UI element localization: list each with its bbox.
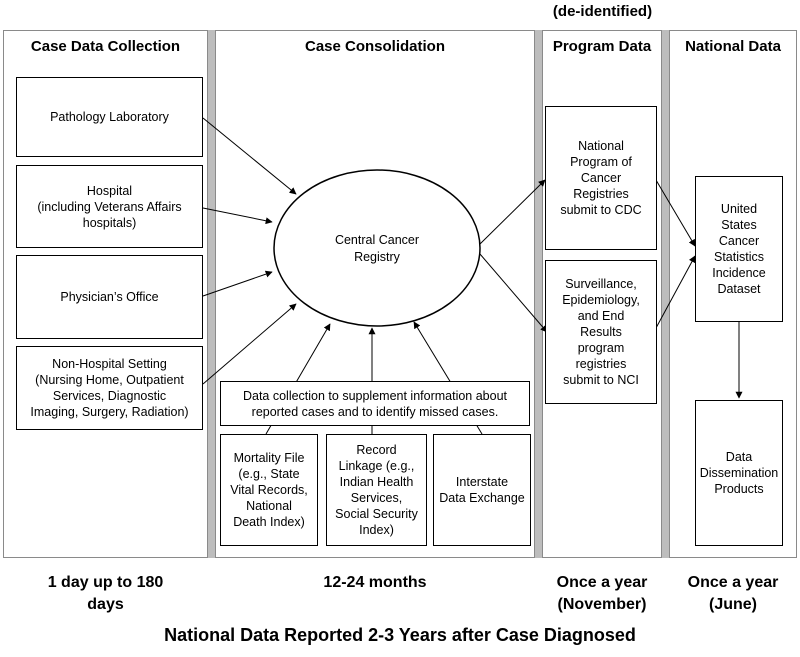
arrow-registry-to-npcr <box>479 179 546 245</box>
arrow-hospital-to-registry <box>202 207 273 225</box>
header-national-data: National Data <box>685 38 781 55</box>
record-linkage-box: Record Linkage (e.g., Indian Health Serv… <box>326 434 427 546</box>
column-separator <box>662 30 669 558</box>
pathology-laboratory-box: Pathology Laboratory <box>16 77 203 157</box>
supplement-data-collection-box: Data collection to supplement informatio… <box>220 381 530 426</box>
central-cancer-registry: Central Cancer Registry <box>334 233 420 264</box>
header-case-consolidation: Case Consolidation <box>304 38 446 55</box>
timing-case-consolidation: 12-24 months <box>323 574 427 591</box>
footer-caption: National Data Reported 2-3 Years after C… <box>164 625 636 645</box>
column-separator <box>208 30 215 558</box>
header-case-data-collection: Case Data Collection <box>30 38 181 55</box>
arrow-nonhospital-to-registry <box>202 303 297 385</box>
timing-case-data-collection: 1 day up to 180 days <box>47 574 164 613</box>
physicians-office-box: Physician’s Office <box>16 255 203 339</box>
mortality-file-box: Mortality File (e.g., State Vital Record… <box>220 434 318 546</box>
arrow-pathology-to-registry <box>202 117 297 195</box>
seer-box: Surveillance, Epidemiology, and End Resu… <box>545 260 657 404</box>
interstate-data-exchange-box: Interstate Data Exchange <box>433 434 531 546</box>
non-hospital-setting-box: Non-Hospital Setting (Nursing Home, Outp… <box>16 346 203 430</box>
arrow-npcr-to-uscs <box>655 179 696 247</box>
hospital-box: Hospital (including Veterans Affairs hos… <box>16 165 203 248</box>
timing-program-data: Once a year (November) <box>556 574 648 613</box>
arrow-physician-to-registry <box>202 270 273 297</box>
npcr-box: National Program of Cancer Registries su… <box>545 106 657 250</box>
data-dissemination-products-box: Data Dissemination Products <box>695 400 783 546</box>
arrow-seer-to-uscs <box>655 255 696 329</box>
header-program-data: Program Data <box>552 38 652 55</box>
central-registry-ellipse <box>273 169 481 327</box>
de-identified-note: (de-identified) <box>552 3 653 20</box>
timing-national-data: Once a year (June) <box>687 574 779 613</box>
column-separator <box>535 30 542 558</box>
uscs-dataset-box: United States Cancer Statistics Incidenc… <box>695 176 783 322</box>
arrow-registry-to-seer <box>479 253 548 333</box>
